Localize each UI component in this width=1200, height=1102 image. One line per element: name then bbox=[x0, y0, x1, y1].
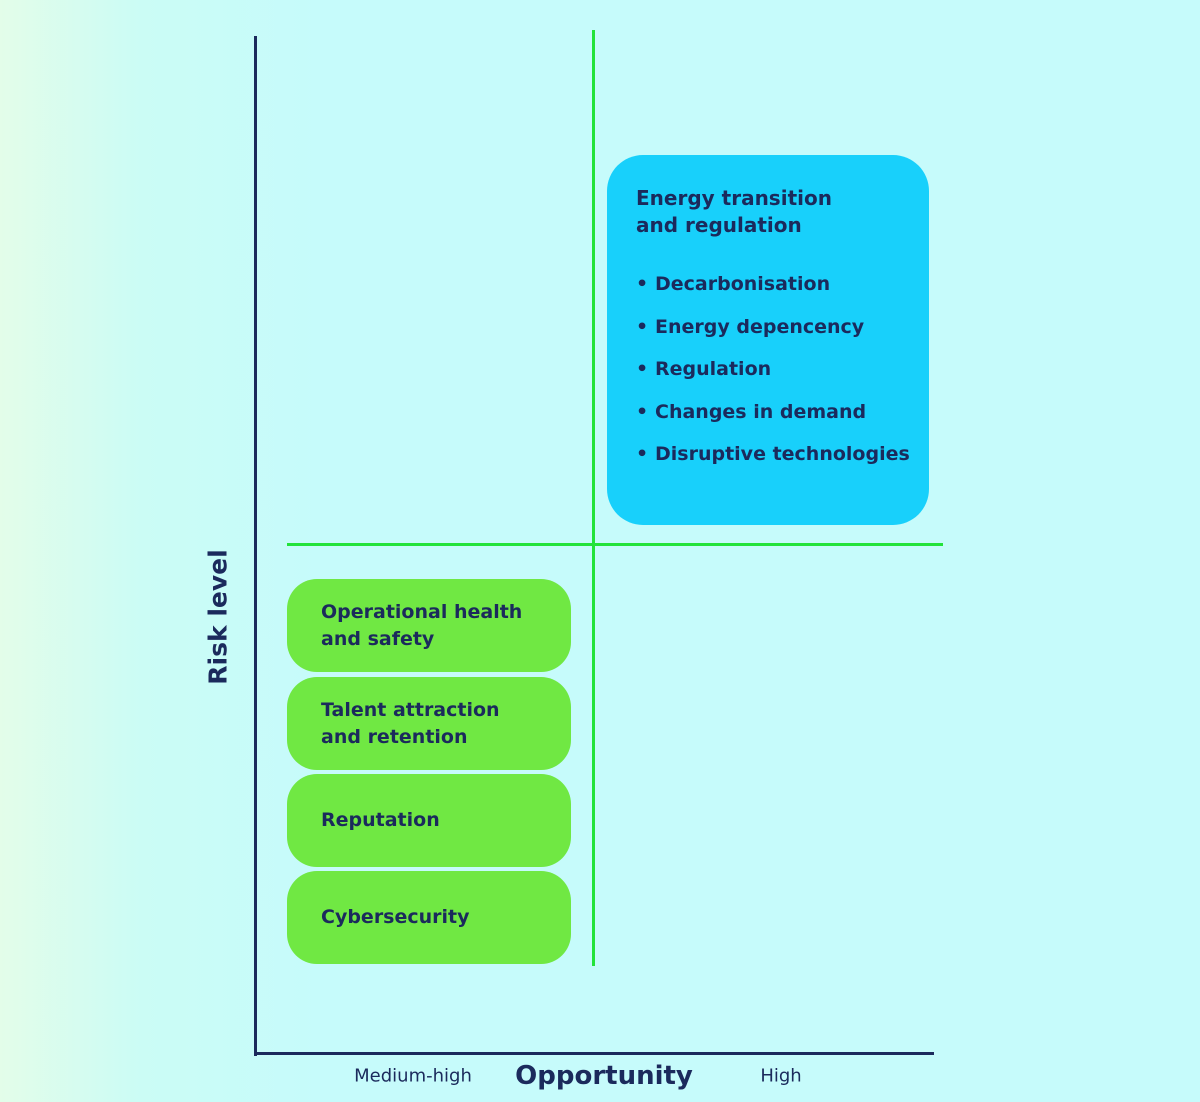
bullet-icon: • bbox=[636, 443, 649, 465]
high-quadrant-title: Energy transition and regulation bbox=[636, 186, 832, 237]
x-tick-medium-high: Medium-high bbox=[354, 1065, 472, 1087]
list-item-label: Energy depencency bbox=[655, 315, 865, 338]
list-item: • Energy depencency bbox=[636, 317, 909, 360]
risk-box-label: Talent attraction and retention bbox=[321, 698, 500, 748]
quadrant-divider-horizontal bbox=[287, 543, 943, 546]
x-tick-high: High bbox=[760, 1065, 802, 1087]
bullet-icon: • bbox=[636, 400, 649, 423]
bullet-icon: • bbox=[636, 315, 649, 338]
risk-box-label: Operational health and safety bbox=[321, 600, 523, 650]
x-axis-label: Opportunity bbox=[515, 1061, 693, 1091]
high-quadrant-box: Energy transition and regulation • Decarb… bbox=[607, 155, 929, 525]
list-item-label: Regulation bbox=[655, 358, 772, 380]
risk-box-talent: Talent attraction and retention bbox=[287, 677, 571, 770]
list-item: • Disruptive technologies bbox=[636, 443, 910, 487]
y-axis-label: Risk level bbox=[203, 549, 233, 685]
list-item: • Regulation bbox=[636, 359, 909, 402]
list-item: • Changes in demand bbox=[636, 402, 909, 445]
bullet-icon: • bbox=[636, 358, 649, 380]
risk-box-label: Reputation bbox=[321, 809, 440, 831]
risk-box-label: Cybersecurity bbox=[321, 906, 470, 928]
list-item: • Decarbonisation bbox=[636, 274, 909, 317]
quadrant-divider-vertical bbox=[592, 30, 595, 966]
bullet-icon: • bbox=[636, 273, 649, 295]
x-axis-line bbox=[254, 1052, 934, 1055]
list-item-label: Disruptive technologies bbox=[655, 443, 910, 465]
y-axis-line bbox=[254, 36, 257, 1056]
risk-box-reputation: Reputation bbox=[287, 774, 571, 867]
risk-box-cybersecurity: Cybersecurity bbox=[287, 871, 571, 964]
risk-box-operational-health: Operational health and safety bbox=[287, 579, 571, 672]
list-item-label: Changes in demand bbox=[655, 400, 867, 423]
high-quadrant-list: • Decarbonisation • Energy depencency • Reg… bbox=[636, 274, 910, 487]
list-item-label: Decarbonisation bbox=[655, 273, 831, 295]
